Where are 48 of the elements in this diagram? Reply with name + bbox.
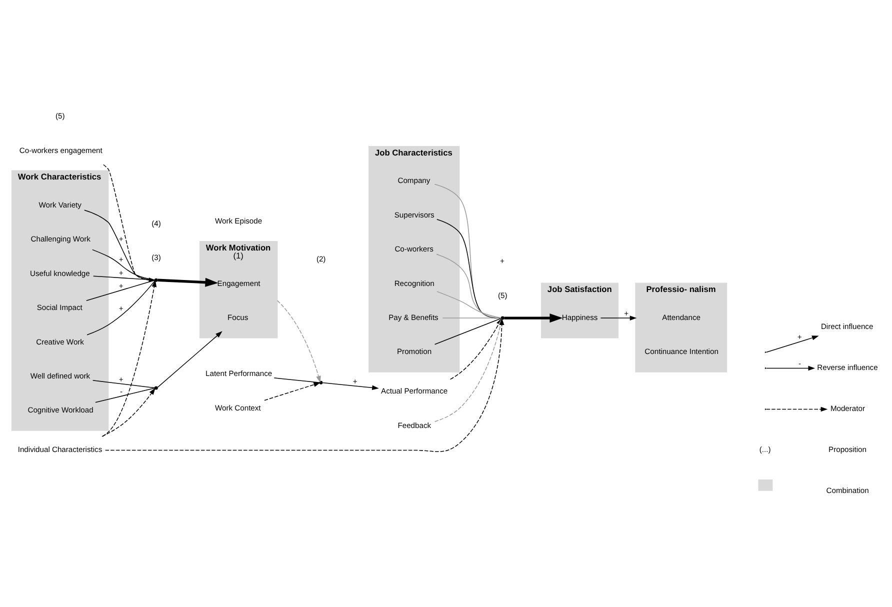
node-text: Work Variety xyxy=(38,200,82,210)
node-text: Company xyxy=(398,176,430,185)
label: (4) xyxy=(152,218,161,228)
node-text: Happiness xyxy=(562,312,598,322)
node-text: Individual Characteristics xyxy=(18,444,102,454)
node-text: Pay & Benefits xyxy=(388,312,438,322)
edge-label: + xyxy=(624,308,629,318)
node-text: Feedback xyxy=(398,420,432,430)
node-text: Work Context xyxy=(215,402,261,412)
label: (...) xyxy=(759,444,771,454)
legend-label: Reverse influence xyxy=(817,362,878,372)
edge-label: + xyxy=(118,234,124,243)
node-text: Actual Performance xyxy=(381,386,448,396)
label: (5) xyxy=(498,290,508,300)
label: Work Episode xyxy=(215,216,262,225)
node-text: Useful knowledge xyxy=(30,268,90,278)
node-text: Well defined work xyxy=(30,370,90,380)
edge-label: + xyxy=(118,280,124,290)
edge-label: + xyxy=(118,304,124,313)
edge-label: + xyxy=(118,254,124,264)
edge-label: + xyxy=(352,376,358,386)
node-text: Supervisors xyxy=(394,210,434,219)
edge-label: - xyxy=(120,386,123,396)
node-text: Challenging Work xyxy=(30,234,90,244)
node-text: Co-workers xyxy=(394,244,434,254)
node-text: Latent Performance xyxy=(206,368,272,378)
node-text: Continuance Intention xyxy=(644,346,718,356)
edge-label: + xyxy=(118,374,124,384)
label: - xyxy=(798,358,802,368)
legend-label: Combination xyxy=(826,486,869,495)
node-text: Attendance xyxy=(662,312,700,322)
legend-label: Proposition xyxy=(828,444,866,454)
node-text: Cognitive Workload xyxy=(28,405,94,414)
label: (2) xyxy=(316,254,326,263)
node-text: Engagement xyxy=(217,278,260,288)
node-text: Co-workers engagement xyxy=(19,145,102,154)
node-text: Focus xyxy=(228,312,248,322)
node-text: Creative Work xyxy=(36,336,84,346)
legend-label: Moderator xyxy=(830,404,865,413)
node-text: Promotion xyxy=(396,346,432,356)
legend-label: Direct influence xyxy=(820,322,874,331)
edge-label: + xyxy=(118,268,124,278)
label: (5) xyxy=(55,111,65,120)
node-text: Social Impact xyxy=(36,302,82,312)
label: (3) xyxy=(152,252,161,262)
label: + xyxy=(797,332,802,341)
label: + xyxy=(500,256,504,266)
node-text: Recognition xyxy=(394,278,434,288)
